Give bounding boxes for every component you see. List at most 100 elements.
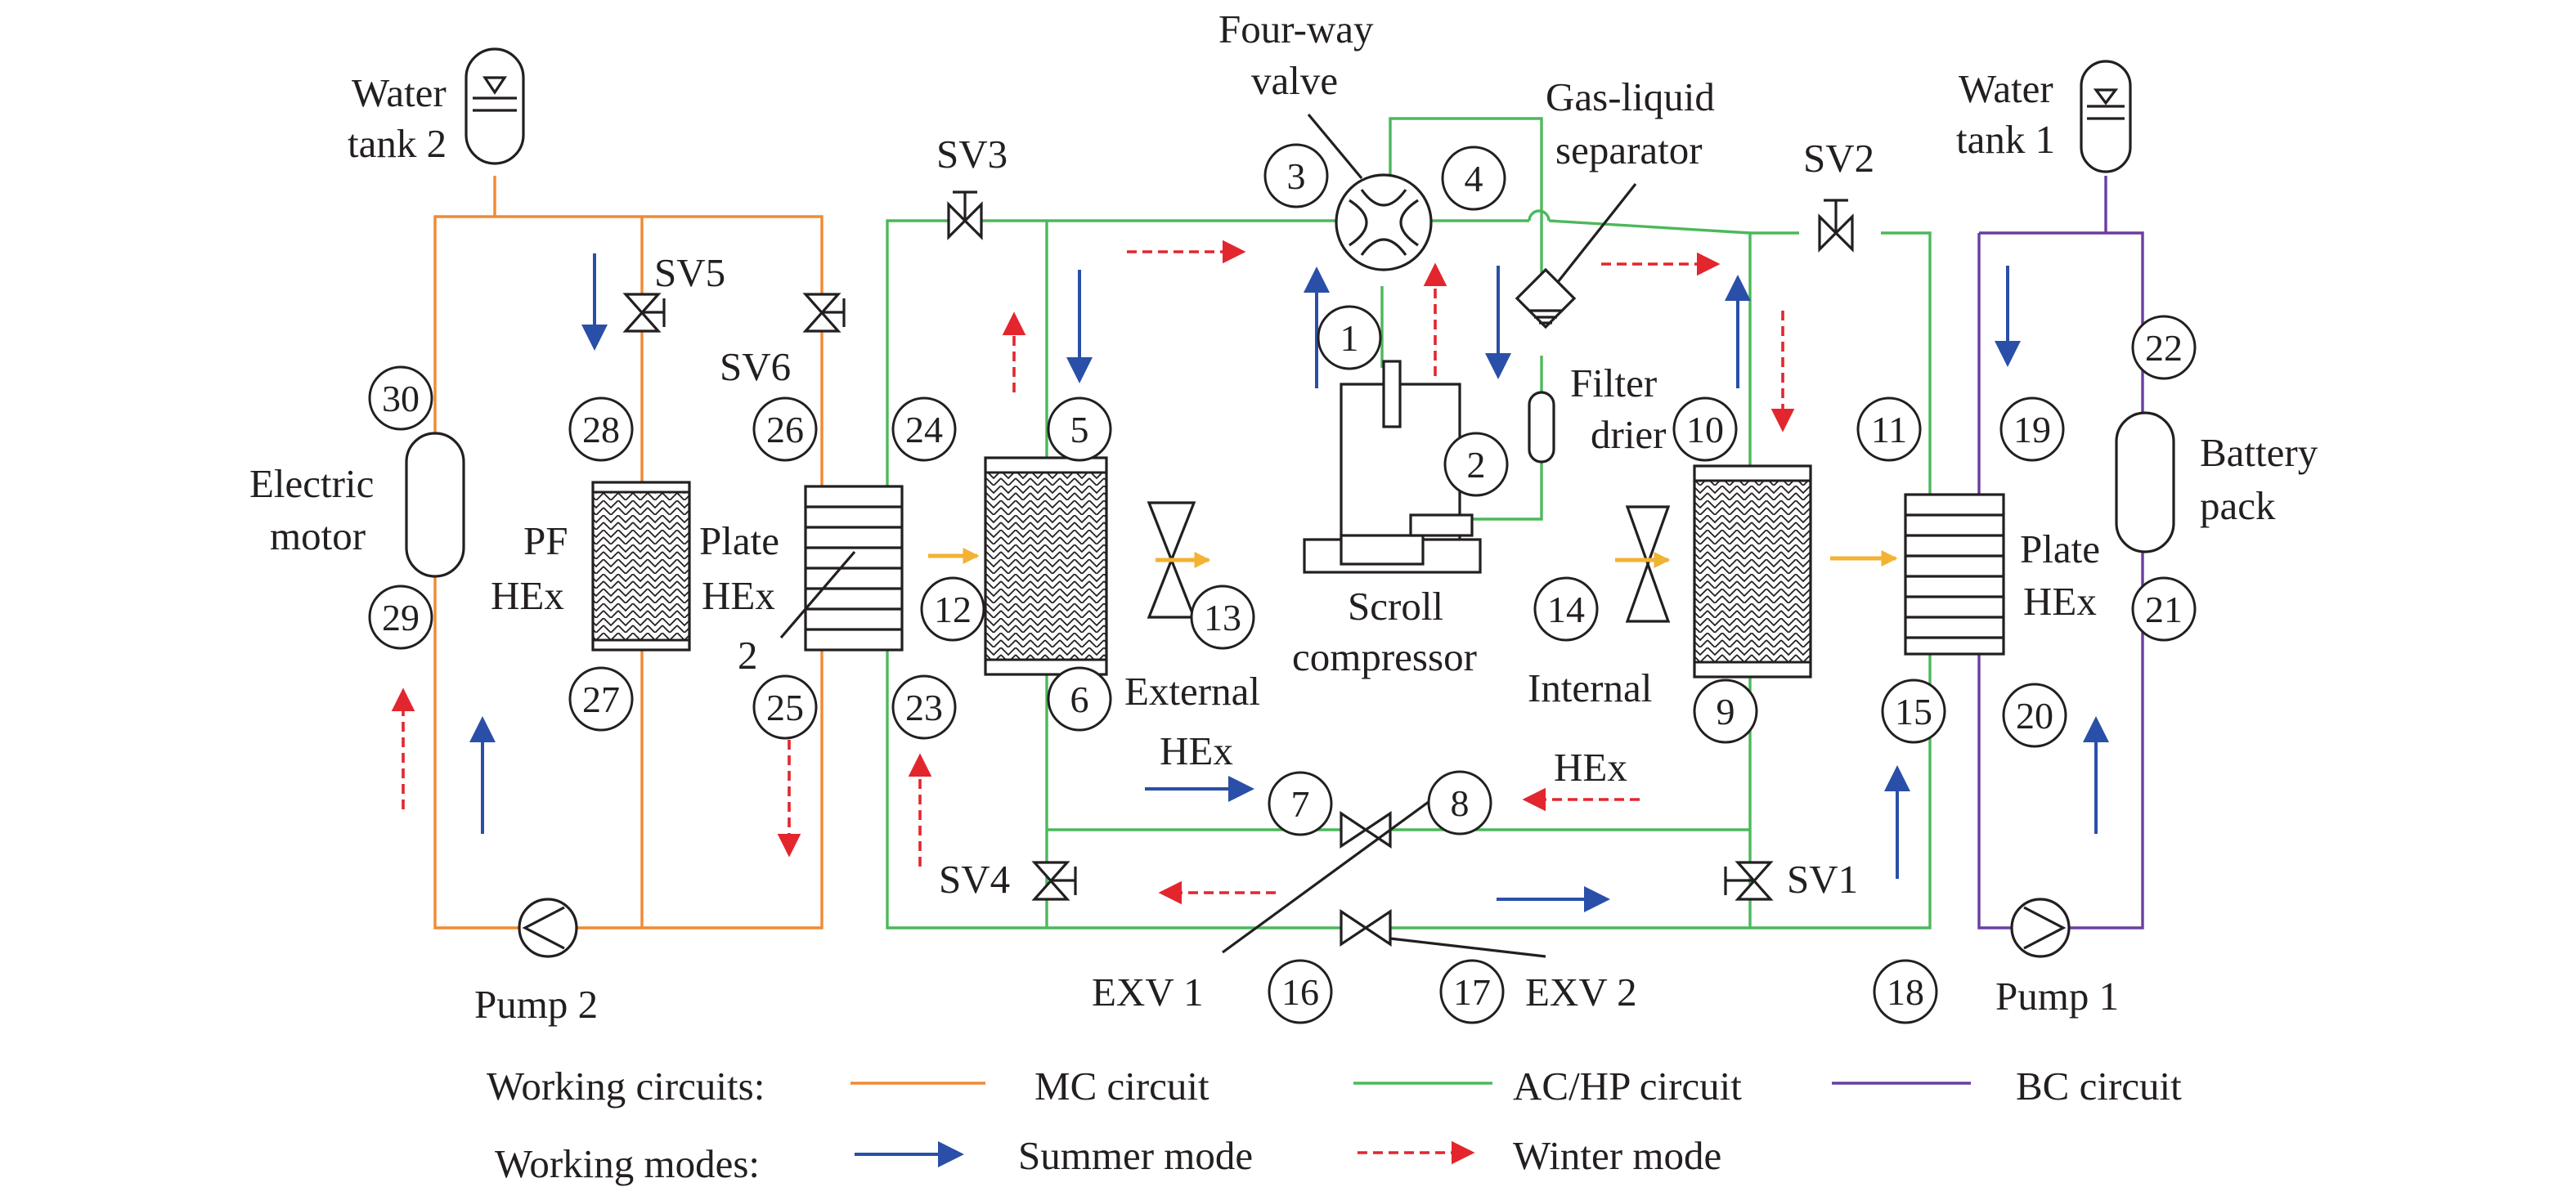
node-circle [1047,396,1112,462]
node-number-label: 26 [766,409,804,450]
sv5-label: SV5 [654,250,725,295]
node-circle [1268,771,1333,836]
node-circle [1441,146,1506,211]
node-circle [1873,959,1938,1024]
electric-motor [405,432,465,578]
node-circle [1190,585,1255,650]
node-circle [2002,683,2067,748]
node-13: 13 [1190,585,1255,650]
node-number-label: 5 [1070,409,1089,450]
node-number-label: 8 [1451,782,1470,824]
node-14: 14 [1533,576,1599,642]
sv2-label: SV2 [1803,136,1874,181]
scroll-compressor-label: Scroll compressor [1292,584,1477,679]
node-4: 4 [1441,146,1506,211]
node-27: 27 [568,666,634,732]
scroll-compressor [1303,360,1482,574]
node-12: 12 [920,576,985,642]
node-circle [1317,305,1382,370]
gas-liquid-separator [1515,183,1637,329]
sv1-label: SV1 [1787,857,1858,902]
filter-drier-label: Filter drier [1570,361,1667,457]
node-8: 8 [1427,770,1492,835]
node-23: 23 [891,674,957,740]
node-5: 5 [1047,396,1112,462]
node-25: 25 [752,674,818,740]
node-number-label: 20 [2016,695,2053,737]
node-circle [2131,315,2197,380]
solenoid-valve-sv4 [1031,861,1077,901]
sv3-label: SV3 [936,132,1008,177]
node-circle [752,396,818,462]
node-circle [368,585,433,650]
node-number-label: 29 [382,597,420,638]
node-circle [1263,143,1329,208]
winter-mode-arrows [391,240,1795,905]
expansion-valve-exv2 [1340,909,1546,958]
node-number-label: 6 [1070,679,1089,720]
battery-pack-label: Battery pack [2200,430,2327,528]
external-hex-label: External HEx [1124,669,1270,773]
node-circle [1047,666,1112,732]
node-number-label: 23 [905,687,943,728]
solenoid-valve-sv1 [1724,861,1774,901]
node-2: 2 [1443,432,1509,497]
node-21: 21 [2131,576,2197,642]
legend: Working circuits: MC circuit AC/HP circu… [487,1064,2182,1186]
internal-hex [1693,464,1812,679]
node-circle [1999,396,2065,462]
pf-hex-label: PF HEx [491,518,578,618]
node-18: 18 [1873,959,1938,1024]
pf-hex [591,481,691,652]
internal-hex-label: Internal HEx [1528,665,1663,790]
external-fan [1147,501,1196,619]
legend-working-circuits: Working circuits: [487,1064,765,1109]
node-number-label: 25 [766,687,804,728]
pump-1-label: Pump 1 [1995,974,2119,1019]
water-tank-2 [464,47,525,165]
node-number-label: 15 [1895,691,1932,732]
four-way-valve-label: Four-way valve [1218,7,1384,103]
node-circle [891,396,957,462]
node-number-label: 28 [582,409,620,450]
summer-mode-arrows [469,253,2109,912]
node-circle [1268,959,1333,1024]
node-number-label: 17 [1453,971,1491,1013]
node-number-label: 22 [2145,327,2183,369]
node-circle [1533,576,1599,642]
solenoid-valve-sv5 [622,293,666,333]
node-28: 28 [568,396,634,462]
legend-summer-mode: Summer mode [1018,1133,1253,1178]
node-number-label: 14 [1547,589,1585,630]
pump-2 [518,898,578,958]
bc-circuit-lines [1977,176,2144,929]
exv1-label: EXV 1 [1092,970,1204,1015]
internal-fan [1625,505,1671,623]
node-11: 11 [1856,396,1922,462]
node-number-label: 12 [934,589,972,630]
node-6: 6 [1047,666,1112,732]
airflow-arrows [928,548,1898,568]
node-22: 22 [2131,315,2197,380]
plate-hex-2-label: Plate HEx 2 [699,518,789,678]
plate-hex-2 [779,485,904,652]
node-number-label: 10 [1686,409,1724,450]
node-20: 20 [2002,683,2067,748]
sv6-label: SV6 [720,344,791,389]
node-number-label: 24 [905,409,943,450]
plate-hex-label: Plate HEx [2020,526,2110,624]
node-17: 17 [1439,959,1505,1024]
node-circle [891,674,957,740]
node-circle [368,365,433,431]
legend-ac-hp-circuit: AC/HP circuit [1513,1064,1742,1109]
plate-hex [1904,493,2005,656]
node-10: 10 [1672,396,1738,462]
node-circle [568,666,634,732]
node-number-label: 27 [582,679,620,720]
node-number-label: 1 [1340,317,1359,359]
node-30: 30 [368,365,433,431]
node-15: 15 [1881,679,1946,744]
node-number-label: 11 [1871,409,1907,450]
node-circle [1672,396,1738,462]
